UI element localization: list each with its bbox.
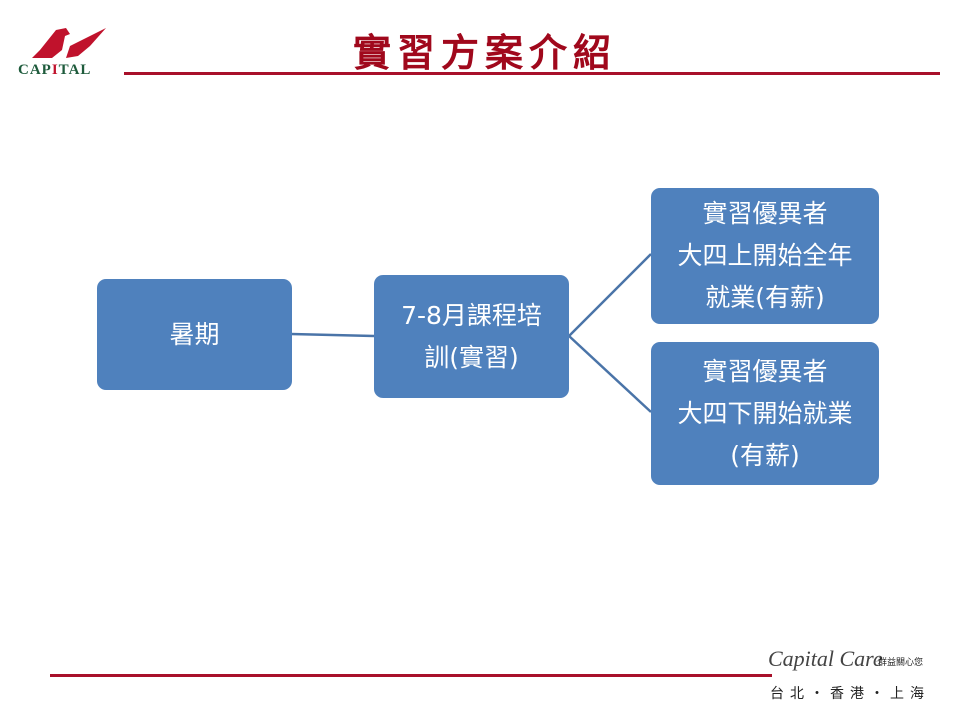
connector-summer-training <box>290 332 375 338</box>
node-outcome-1: 實習優異者 大四上開始全年 就業(有薪) <box>651 188 879 324</box>
footer-divider <box>50 674 772 677</box>
node-outcome-2: 實習優異者 大四下開始就業 (有薪) <box>651 342 879 485</box>
eagle-logo-icon <box>32 28 106 58</box>
footer-brand: Capital Care <box>768 646 883 671</box>
logo-text: CAPITAL <box>18 62 92 78</box>
page-title: 實習方案介紹 <box>352 30 617 75</box>
connector-training-outcome2 <box>568 335 652 413</box>
node-summer: 暑期 <box>97 279 292 390</box>
node-training: 7-8月課程培 訓(實習) <box>374 275 569 398</box>
header-divider <box>124 72 940 75</box>
capital-logo <box>18 20 113 80</box>
footer-cities: 台北・香港・上海 <box>770 686 930 702</box>
footer-slogan: 群益關心您 <box>878 658 924 668</box>
connector-training-outcome1 <box>568 253 652 337</box>
